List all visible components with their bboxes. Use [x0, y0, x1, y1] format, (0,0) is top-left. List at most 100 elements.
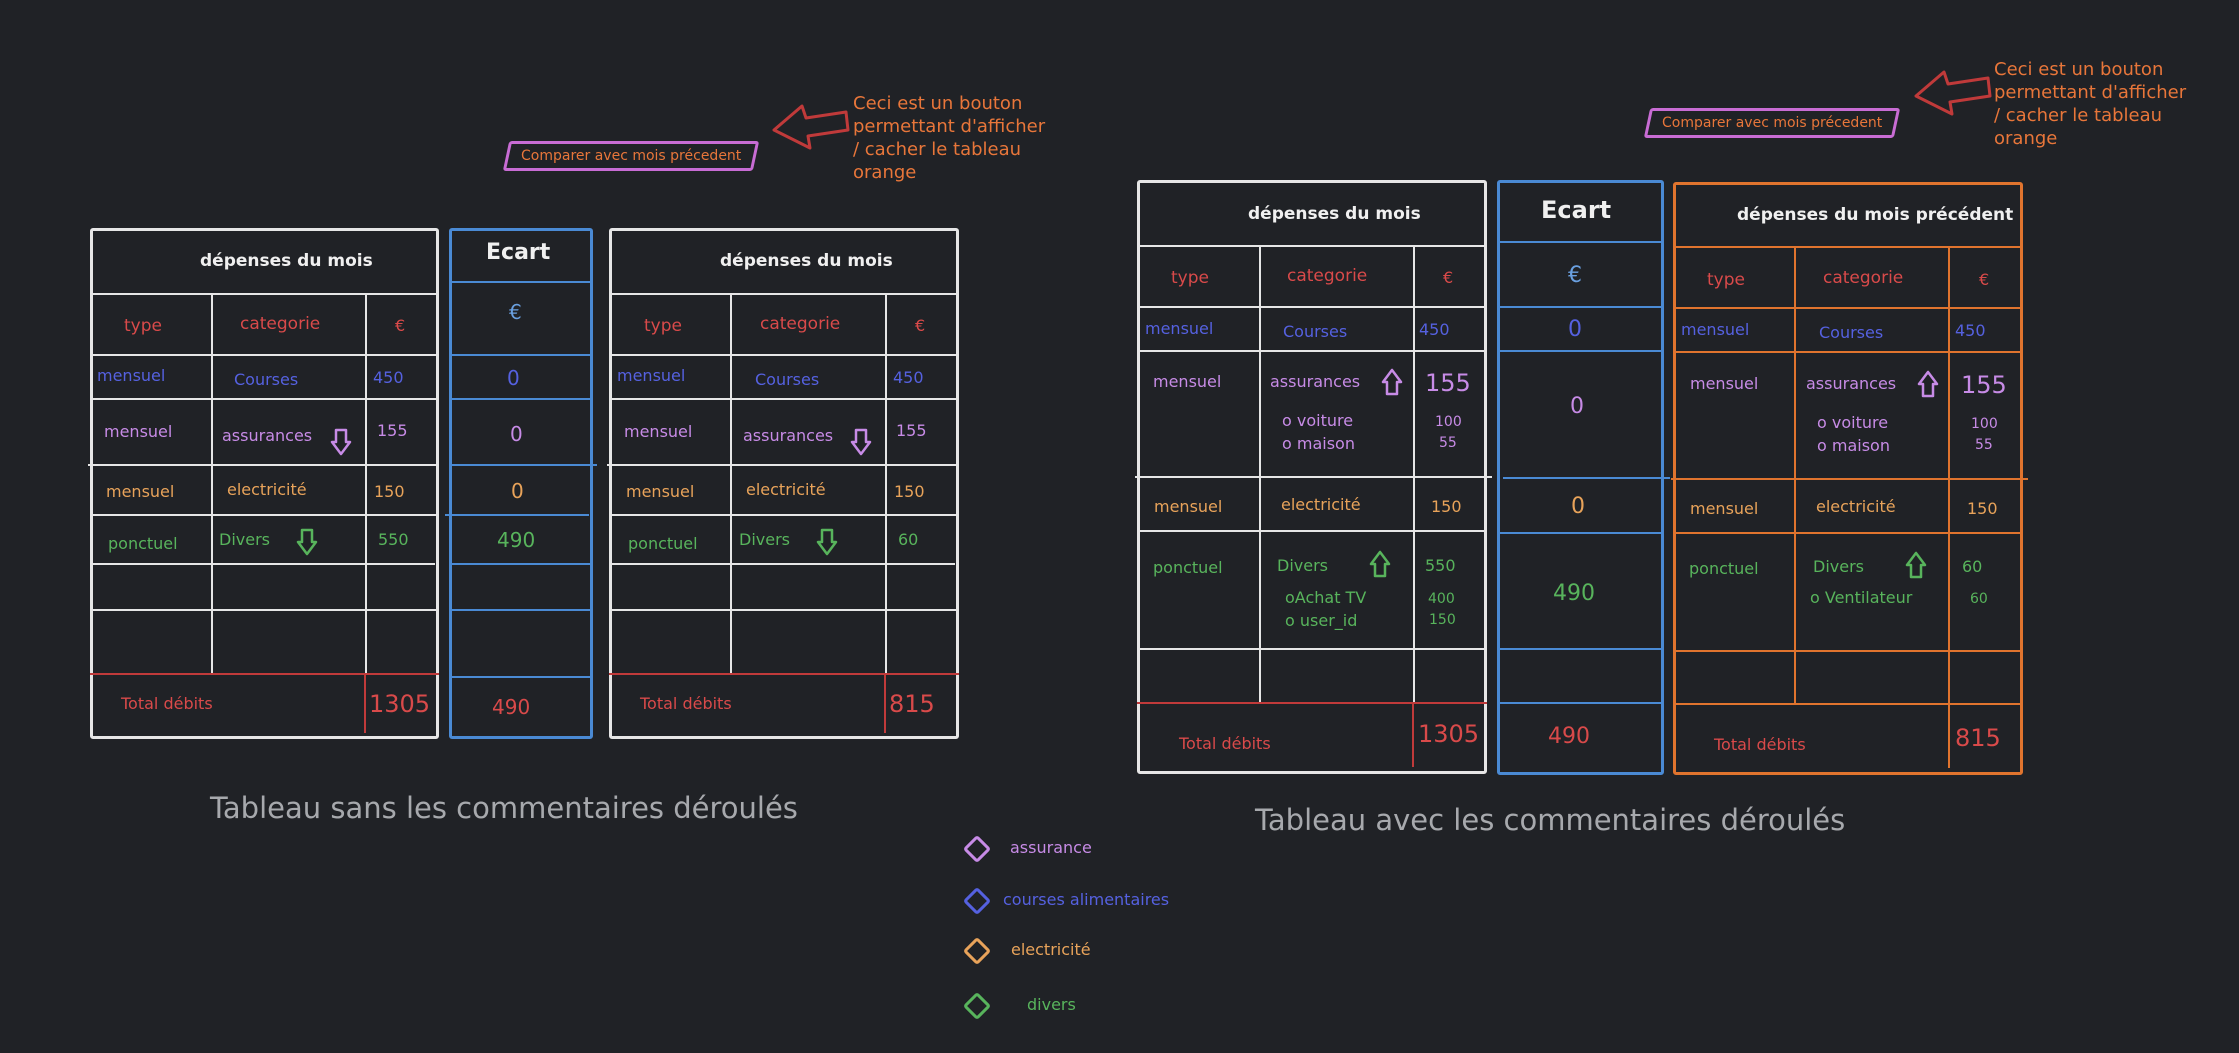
total-line	[364, 673, 366, 733]
grid-line	[1673, 351, 2023, 353]
table-title: dépenses du mois	[1248, 204, 1421, 224]
header-categorie: categorie	[1287, 266, 1368, 286]
header-amount: €	[395, 316, 406, 335]
ecart-unit: €	[509, 300, 522, 324]
ecart-value: 0	[1568, 317, 1582, 342]
sub-item-amount: 100	[1435, 414, 1462, 430]
ecart-value: 0	[511, 479, 524, 503]
grid-line	[211, 293, 213, 673]
grid-line	[449, 563, 593, 565]
grid-line	[1948, 246, 1950, 703]
cell-type: ponctuel	[1689, 559, 1759, 578]
grid-line	[1673, 650, 2023, 652]
cell-amount: 150	[894, 482, 925, 501]
cell-type: mensuel	[1690, 374, 1759, 393]
total-line	[1137, 702, 1487, 704]
grid-line	[609, 563, 955, 565]
grid-line	[1503, 477, 1670, 479]
cell-amount: 155	[377, 421, 408, 440]
cell-categorie: assurances	[1270, 372, 1361, 391]
cell-categorie: assurances	[1806, 374, 1897, 393]
compare-button-label: Comparer avec mois précedent	[520, 148, 742, 164]
cell-amount: 550	[378, 530, 409, 549]
cell-categorie: Divers	[1277, 556, 1328, 575]
grid-line	[90, 398, 439, 400]
grid-line	[1497, 702, 1664, 704]
grid-line	[607, 464, 959, 466]
cell-categorie: Courses	[755, 370, 820, 389]
grid-line	[90, 293, 439, 295]
table-frame	[609, 228, 959, 739]
sub-item-label: o maison	[1282, 434, 1355, 453]
total-label: Total débits	[640, 694, 732, 713]
total-value: 1305	[1418, 720, 1480, 748]
cell-amount: 450	[373, 368, 404, 387]
grid-line	[1497, 648, 1664, 650]
cell-amount: 155	[1961, 371, 2007, 399]
cell-amount: 155	[1425, 369, 1471, 397]
grid-line	[365, 293, 367, 673]
diamond-icon	[962, 991, 992, 1021]
cell-type: mensuel	[1681, 320, 1750, 339]
sub-item-label: o maison	[1817, 436, 1890, 455]
cell-categorie: Divers	[1813, 557, 1864, 576]
total-label: Total débits	[1179, 734, 1271, 753]
ecart-value: 0	[510, 422, 523, 446]
compare-previous-month-button[interactable]: Comparer avec mois précedent	[502, 141, 760, 171]
ecart-title: Ecart	[1541, 196, 1612, 224]
cell-type: mensuel	[624, 422, 693, 441]
total-value: 1305	[369, 690, 431, 718]
grid-line	[449, 398, 593, 400]
grid-line	[445, 514, 589, 516]
cell-type: mensuel	[106, 482, 175, 501]
grid-line	[449, 676, 593, 678]
cell-type: ponctuel	[628, 534, 698, 553]
cell-type: mensuel	[617, 366, 686, 385]
annotation-line: orange	[1994, 128, 2058, 149]
grid-line	[609, 609, 959, 611]
grid-line	[609, 514, 959, 516]
header-type: type	[644, 316, 682, 336]
table-title: dépenses du mois	[720, 251, 893, 271]
cell-categorie: Divers	[739, 530, 790, 549]
total-line	[609, 673, 959, 675]
grid-line	[90, 563, 435, 565]
cell-categorie: electricité	[1816, 497, 1896, 516]
cell-type: ponctuel	[108, 534, 178, 553]
cell-type: ponctuel	[1153, 558, 1223, 577]
grid-line	[1137, 350, 1487, 352]
arrow-down-icon	[850, 428, 872, 456]
arrow-up-icon	[1917, 370, 1939, 398]
sub-item-label: o Ventilateur	[1810, 588, 1913, 607]
grid-line	[90, 514, 439, 516]
grid-line	[1673, 307, 2023, 309]
cell-amount: 150	[1967, 499, 1998, 518]
grid-line	[885, 293, 887, 673]
cell-type: mensuel	[104, 422, 173, 441]
annotation-line: Ceci est un bouton	[1994, 59, 2164, 80]
grid-line	[609, 354, 959, 356]
header-type: type	[1171, 268, 1209, 288]
header-amount: €	[1979, 270, 1990, 289]
sub-item-amount: 60	[1970, 591, 1988, 607]
ecart-unit: €	[1568, 263, 1582, 288]
header-type: type	[124, 316, 162, 336]
grid-line	[609, 293, 959, 295]
grid-line	[1948, 703, 1950, 768]
header-categorie: categorie	[760, 314, 841, 334]
total-value: 815	[1955, 724, 2001, 752]
header-categorie: categorie	[240, 314, 321, 334]
grid-line	[1137, 648, 1487, 650]
grid-line	[1671, 478, 2028, 480]
cell-categorie: electricité	[227, 480, 307, 499]
grid-line	[90, 354, 439, 356]
compare-previous-month-button[interactable]: Comparer avec mois précedent	[1643, 108, 1901, 138]
header-amount: €	[1443, 268, 1454, 287]
grid-line	[1135, 476, 1492, 478]
cell-amount: 60	[1962, 557, 1983, 576]
ecart-frame	[449, 228, 593, 739]
grid-line	[1673, 532, 2023, 534]
cell-type: mensuel	[1145, 319, 1214, 338]
ecart-value: 0	[507, 366, 520, 390]
